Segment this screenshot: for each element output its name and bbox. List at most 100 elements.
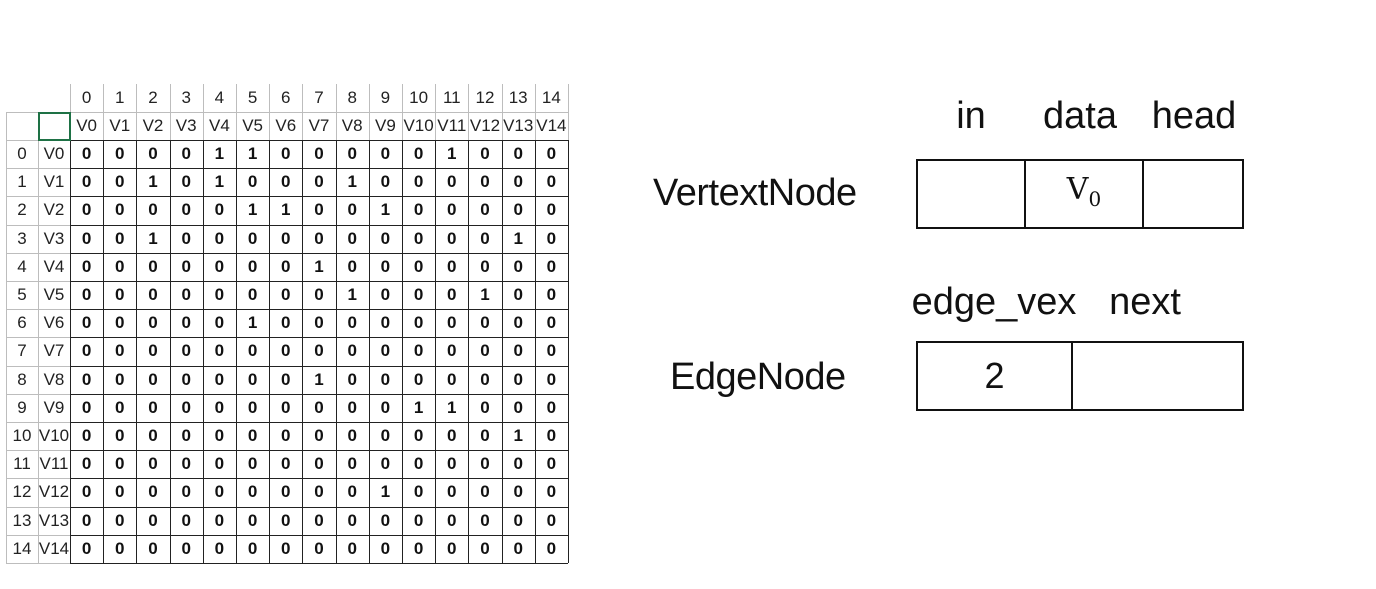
matrix-cell[interactable]: 0 [81,397,92,417]
matrix-cell[interactable]: 0 [546,341,557,361]
column-index-header[interactable]: 13 [508,88,528,107]
matrix-cell[interactable]: 0 [513,369,523,389]
matrix-cell[interactable]: 0 [115,426,125,445]
matrix-cell[interactable]: 0 [148,256,158,276]
matrix-cell[interactable]: 0 [546,426,557,445]
matrix-cell[interactable]: 1 [513,426,523,445]
matrix-cell[interactable]: 0 [314,538,324,558]
row-index-label[interactable]: 13 [12,510,32,530]
row-name-label[interactable]: V7 [43,341,65,361]
matrix-cell[interactable]: 0 [447,200,457,220]
matrix-cell[interactable]: 0 [513,144,523,163]
matrix-cell[interactable]: 0 [380,341,391,361]
matrix-cell[interactable]: 0 [347,200,357,220]
row-name-label[interactable]: V5 [43,285,65,304]
matrix-cell[interactable]: 0 [513,285,523,304]
row-name-label[interactable]: V14 [38,538,70,558]
column-index-header[interactable]: 9 [380,88,391,107]
row-name-label[interactable]: V12 [38,482,70,502]
matrix-cell[interactable]: 0 [314,228,324,248]
matrix-cell[interactable]: 0 [546,482,557,502]
matrix-cell[interactable]: 0 [513,397,523,417]
matrix-cell[interactable]: 0 [181,200,191,220]
matrix-cell[interactable]: 0 [347,510,357,530]
column-index-header[interactable]: 3 [181,88,191,107]
matrix-cell[interactable]: 0 [214,426,225,445]
matrix-cell[interactable]: 0 [115,482,125,502]
matrix-cell[interactable]: 1 [380,482,391,502]
matrix-cell[interactable]: 0 [546,144,557,163]
row-index-label[interactable]: 11 [13,454,31,474]
column-index-header[interactable]: 7 [314,88,324,107]
matrix-cell[interactable]: 0 [281,482,291,502]
matrix-cell[interactable]: 0 [148,510,158,530]
matrix-cell[interactable]: 0 [281,369,291,389]
matrix-cell[interactable]: 0 [148,482,158,502]
matrix-cell[interactable]: 0 [115,200,125,220]
matrix-cell[interactable]: 0 [480,510,490,530]
matrix-cell[interactable]: 0 [380,538,391,558]
matrix-cell[interactable]: 0 [447,510,457,530]
matrix-cell[interactable]: 0 [380,454,391,474]
row-name-label[interactable]: V8 [43,369,65,389]
matrix-cell[interactable]: 0 [148,426,158,445]
matrix-cell[interactable]: 0 [181,144,191,163]
matrix-cell[interactable]: 0 [281,256,291,276]
matrix-cell[interactable]: 1 [214,144,225,163]
matrix-cell[interactable]: 0 [513,313,523,333]
matrix-cell[interactable]: 1 [413,397,424,417]
matrix-cell[interactable]: 0 [347,397,357,417]
matrix-cell[interactable]: 0 [480,144,490,163]
matrix-cell[interactable]: 0 [546,538,557,558]
matrix-cell[interactable]: 0 [281,426,291,445]
matrix-cell[interactable]: 0 [546,397,557,417]
column-index-header[interactable]: 1 [115,88,125,107]
matrix-cell[interactable]: 0 [148,313,158,333]
row-name-label[interactable]: V2 [43,200,65,220]
matrix-cell[interactable]: 0 [247,482,258,502]
matrix-cell[interactable]: 0 [115,369,125,389]
matrix-cell[interactable]: 0 [380,228,391,248]
row-index-label[interactable]: 10 [12,426,32,445]
matrix-cell[interactable]: 0 [214,482,225,502]
matrix-cell[interactable]: 0 [247,341,258,361]
matrix-cell[interactable]: 0 [214,369,225,389]
matrix-cell[interactable]: 0 [181,369,191,389]
matrix-cell[interactable]: 0 [247,228,258,248]
matrix-cell[interactable]: 0 [81,200,92,220]
matrix-cell[interactable]: 1 [314,256,324,276]
column-index-header[interactable]: 0 [81,88,92,107]
matrix-cell[interactable]: 0 [214,454,225,474]
matrix-cell[interactable]: 0 [347,538,357,558]
matrix-cell[interactable]: 0 [480,200,490,220]
matrix-cell[interactable]: 0 [413,538,424,558]
column-name-header[interactable]: V4 [208,116,230,135]
matrix-cell[interactable]: 0 [148,341,158,361]
matrix-cell[interactable]: 0 [148,144,158,163]
matrix-cell[interactable]: 0 [513,454,523,474]
row-name-label[interactable]: V0 [43,144,65,163]
column-index-header[interactable]: 10 [409,88,429,107]
row-index-label[interactable]: 3 [17,228,27,248]
matrix-cell[interactable]: 0 [347,313,357,333]
matrix-cell[interactable]: 0 [413,369,424,389]
column-index-header[interactable]: 12 [475,88,495,107]
row-index-label[interactable]: 14 [12,538,32,558]
matrix-cell[interactable]: 1 [380,200,391,220]
matrix-cell[interactable]: 0 [115,144,125,163]
matrix-cell[interactable]: 0 [380,144,391,163]
column-index-header[interactable]: 14 [541,88,561,107]
matrix-cell[interactable]: 0 [81,454,92,474]
matrix-cell[interactable]: 0 [314,341,324,361]
matrix-cell[interactable]: 0 [281,172,291,192]
matrix-cell[interactable]: 1 [214,172,225,192]
matrix-cell[interactable]: 0 [181,172,191,192]
column-index-header[interactable]: 11 [442,88,461,107]
matrix-cell[interactable]: 0 [413,172,424,192]
matrix-cell[interactable]: 0 [413,144,424,163]
matrix-cell[interactable]: 0 [115,510,125,530]
matrix-cell[interactable]: 0 [181,256,191,276]
matrix-cell[interactable]: 0 [115,341,125,361]
matrix-cell[interactable]: 0 [247,538,258,558]
matrix-cell[interactable]: 0 [81,256,92,276]
